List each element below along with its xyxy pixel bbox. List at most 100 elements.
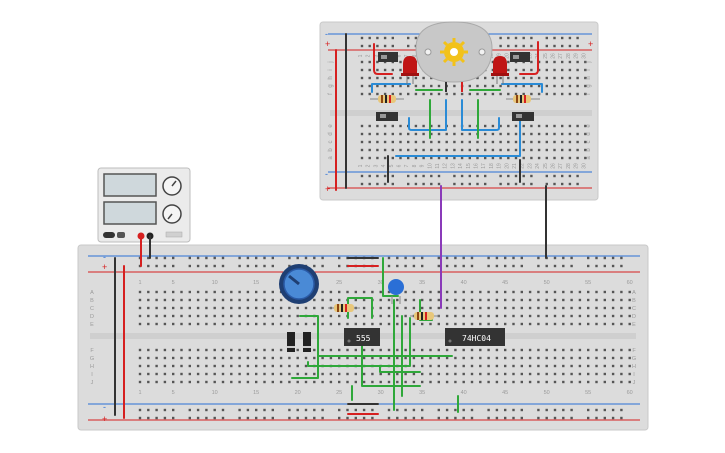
hole[interactable] [396, 306, 399, 310]
hole[interactable] [576, 60, 579, 64]
rail-hole[interactable] [354, 416, 357, 420]
hole[interactable] [568, 132, 572, 136]
hole[interactable] [470, 372, 474, 376]
hole[interactable] [172, 322, 175, 326]
transistor-mid-right[interactable] [512, 112, 534, 121]
hole[interactable] [611, 322, 615, 326]
wire-top-red-right[interactable] [519, 41, 539, 75]
hole[interactable] [138, 364, 142, 368]
hole[interactable] [522, 140, 525, 144]
hole[interactable] [468, 140, 471, 144]
hole[interactable] [180, 348, 183, 352]
hole[interactable] [495, 306, 499, 310]
hole[interactable] [288, 306, 291, 310]
hole[interactable] [188, 322, 191, 326]
hole[interactable] [414, 92, 418, 96]
hole[interactable] [479, 380, 482, 384]
hole[interactable] [230, 290, 233, 294]
hole[interactable] [205, 380, 208, 384]
hole[interactable] [499, 84, 502, 88]
hole[interactable] [470, 364, 474, 368]
hole[interactable] [430, 148, 433, 152]
hole[interactable] [138, 306, 142, 310]
hole[interactable] [595, 314, 598, 318]
hole[interactable] [421, 372, 424, 376]
hole[interactable] [263, 322, 266, 326]
hole[interactable] [470, 306, 474, 310]
hole[interactable] [387, 290, 391, 294]
rail-hole[interactable] [414, 174, 418, 178]
hole[interactable] [537, 306, 540, 310]
hole[interactable] [537, 356, 540, 360]
rail-hole[interactable] [221, 264, 225, 268]
rail-hole[interactable] [407, 182, 410, 186]
rail-hole[interactable] [495, 408, 499, 412]
hole[interactable] [404, 298, 407, 302]
hole[interactable] [362, 380, 366, 384]
hole[interactable] [611, 380, 615, 384]
rail-hole[interactable] [437, 264, 440, 268]
rail-hole[interactable] [587, 264, 590, 268]
hole[interactable] [484, 92, 487, 96]
rail-hole[interactable] [487, 408, 490, 412]
rail-hole[interactable] [376, 174, 379, 178]
hole[interactable] [561, 148, 564, 152]
wire-top-blue-right[interactable] [501, 83, 543, 93]
hole[interactable] [611, 290, 615, 294]
hole[interactable] [138, 356, 142, 360]
rail-hole[interactable] [562, 408, 565, 412]
hole[interactable] [296, 306, 299, 310]
hole[interactable] [288, 372, 291, 376]
hole[interactable] [429, 356, 432, 360]
hole[interactable] [404, 306, 407, 310]
hole[interactable] [429, 372, 432, 376]
hole[interactable] [495, 380, 499, 384]
wire-main-green-c[interactable] [382, 257, 399, 297]
hole[interactable] [213, 290, 216, 294]
hole[interactable] [430, 156, 433, 160]
hole[interactable] [453, 148, 456, 152]
rail-hole[interactable] [288, 256, 291, 260]
hole[interactable] [296, 314, 299, 318]
hole[interactable] [628, 314, 631, 318]
hole[interactable] [263, 348, 266, 352]
rail-hole[interactable] [196, 256, 200, 260]
hole[interactable] [584, 68, 587, 72]
hole[interactable] [520, 356, 523, 360]
hole[interactable] [238, 314, 241, 318]
hole[interactable] [404, 380, 407, 384]
rail-hole[interactable] [437, 256, 440, 260]
hole[interactable] [561, 156, 564, 160]
rail-hole[interactable] [163, 264, 167, 268]
hole[interactable] [238, 298, 241, 302]
hole[interactable] [414, 76, 418, 80]
hole[interactable] [221, 372, 225, 376]
hole[interactable] [479, 306, 482, 310]
rail-hole[interactable] [288, 408, 291, 412]
hole[interactable] [246, 380, 250, 384]
rail-hole[interactable] [545, 174, 548, 178]
hole[interactable] [545, 132, 548, 136]
hole[interactable] [321, 290, 324, 294]
rail-hole[interactable] [221, 408, 225, 412]
hole[interactable] [522, 156, 525, 160]
hole[interactable] [288, 322, 291, 326]
hole[interactable] [454, 372, 457, 376]
rail-hole[interactable] [514, 36, 518, 40]
rail-hole[interactable] [512, 416, 515, 420]
rail-hole[interactable] [396, 408, 399, 412]
hole[interactable] [155, 290, 158, 294]
hole[interactable] [460, 132, 464, 136]
hole[interactable] [188, 306, 191, 310]
hole[interactable] [255, 364, 258, 368]
hole[interactable] [460, 140, 464, 144]
hole[interactable] [213, 322, 216, 326]
rail-hole[interactable] [391, 182, 394, 186]
hole[interactable] [304, 356, 308, 360]
hole[interactable] [180, 290, 183, 294]
rail-hole[interactable] [188, 416, 191, 420]
hole[interactable] [279, 372, 283, 376]
hole[interactable] [354, 356, 357, 360]
hole[interactable] [230, 314, 233, 318]
hole[interactable] [454, 322, 457, 326]
